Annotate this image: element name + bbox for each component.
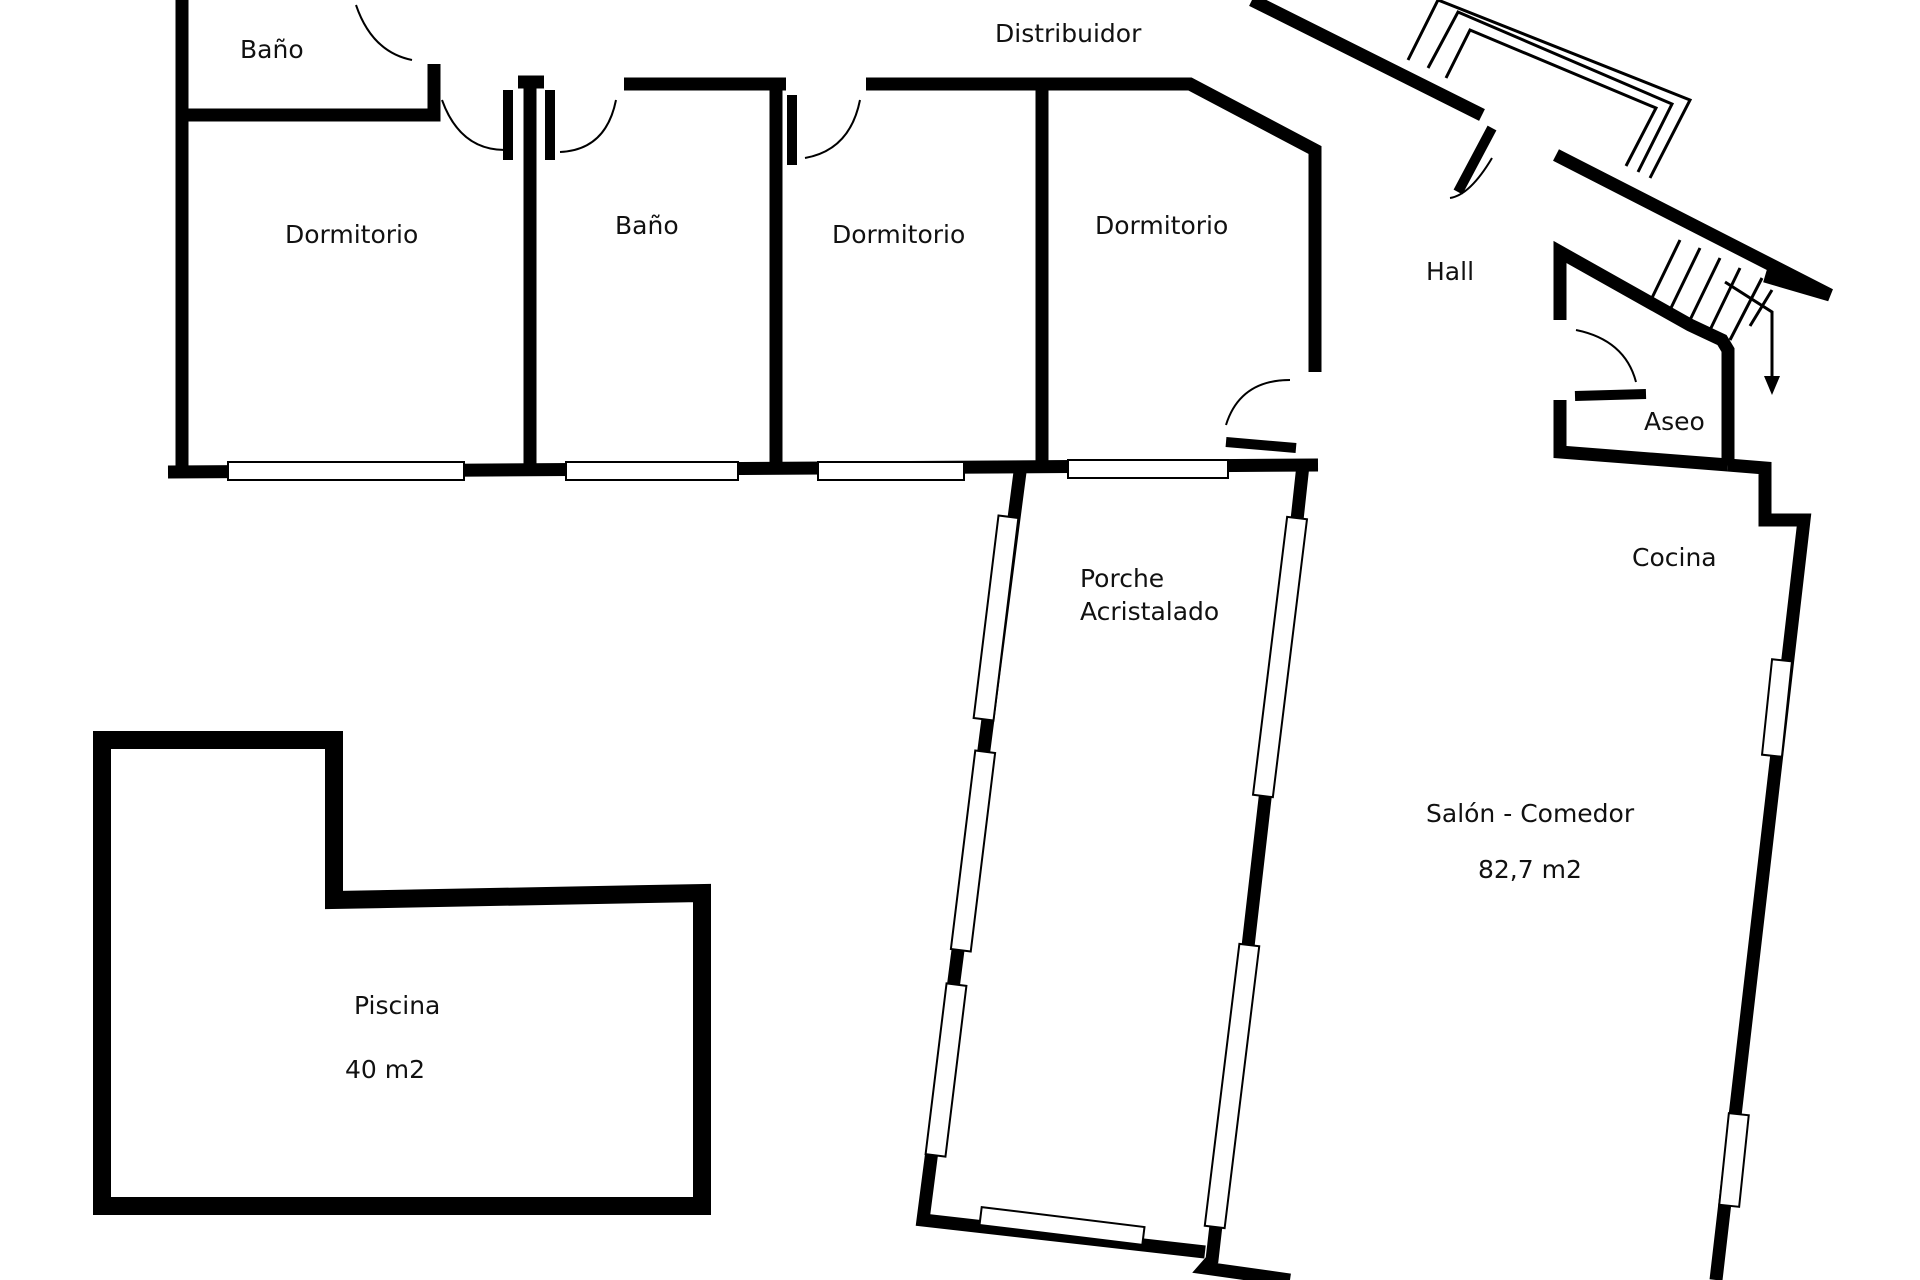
hall-walls (1249, 0, 1833, 302)
window-porche-south (978, 1205, 1146, 1247)
label-dormitorio-2: Dormitorio (832, 220, 965, 249)
wing-windows (227, 459, 1229, 481)
window-dormitorio-3 (1067, 459, 1229, 479)
room-labels: Baño Distribuidor Dormitorio Baño Dormit… (240, 19, 1717, 1084)
label-piscina: Piscina (354, 991, 440, 1020)
label-bano-top: Baño (240, 35, 304, 64)
door-swing-entrance (1449, 157, 1493, 199)
window-bano-2 (565, 461, 739, 481)
interior-stairs (1648, 239, 1780, 395)
label-dormitorio-1: Dormitorio (285, 220, 418, 249)
window-salon-west-upper (1251, 515, 1309, 799)
label-cocina: Cocina (1632, 543, 1717, 572)
label-porche-2: Acristalado (1080, 597, 1219, 626)
door-swing-bano-top (355, 4, 413, 61)
window-porche-west-2 (949, 749, 997, 953)
window-dormitorio-1 (227, 461, 465, 481)
label-bano-2: Baño (615, 211, 679, 240)
porche-windows (924, 514, 1146, 1247)
window-porche-west-1 (972, 514, 1020, 722)
label-dormitorio-3: Dormitorio (1095, 211, 1228, 240)
window-cocina (1760, 658, 1794, 758)
door-swing-dormitorio-1 (441, 99, 506, 151)
label-hall: Hall (1426, 257, 1474, 286)
label-piscina-area: 40 m2 (345, 1055, 425, 1084)
entrance-steps (1406, 0, 1693, 179)
window-dormitorio-2 (817, 461, 965, 481)
label-distribuidor: Distribuidor (995, 19, 1142, 48)
label-porche-1: Porche (1080, 564, 1164, 593)
aseo-walls (1553, 240, 1735, 472)
door-swings (355, 4, 1647, 453)
pool-outline (93, 731, 711, 1215)
door-swing-dormitorio-3 (1225, 379, 1291, 426)
door-swing-dormitorio-2 (804, 99, 861, 159)
label-aseo: Aseo (1644, 407, 1705, 436)
window-porche-west-3 (924, 982, 968, 1158)
salon-windows (1203, 515, 1794, 1230)
label-salon: Salón - Comedor (1426, 799, 1635, 828)
salon-walls (1192, 458, 1812, 1280)
label-salon-area: 82,7 m2 (1478, 855, 1582, 884)
window-salon-west-lower (1203, 942, 1261, 1230)
window-salon-east (1718, 1112, 1750, 1208)
stairs-arrow-icon (1764, 376, 1780, 395)
door-swing-aseo (1575, 329, 1637, 383)
door-swing-bano-2 (559, 99, 617, 153)
